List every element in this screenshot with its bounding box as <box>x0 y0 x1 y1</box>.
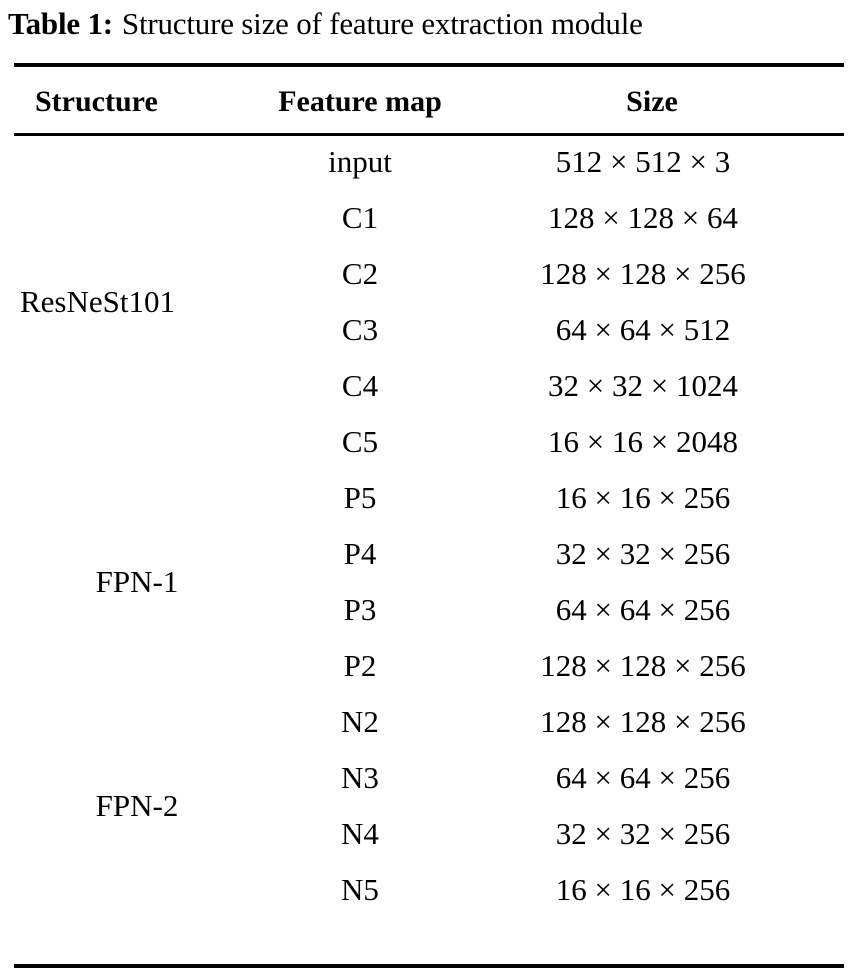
table-body: ResNeSt101 input 512 × 512 × 3 C1 128 × … <box>14 133 844 917</box>
cell-size: 64 × 64 × 256 <box>555 591 731 627</box>
table-row: C5 16 × 16 × 2048 <box>14 413 844 469</box>
cell-size: 16 × 16 × 256 <box>555 871 731 907</box>
table-row: N5 16 × 16 × 256 <box>14 861 844 917</box>
table-row: N4 32 × 32 × 256 <box>14 805 844 861</box>
table-row: P4 32 × 32 × 256 <box>14 525 844 581</box>
table-top-rule <box>14 63 844 67</box>
cell-size: 64 × 64 × 512 <box>555 311 731 347</box>
table-row: C1 128 × 128 × 64 <box>14 189 844 245</box>
cell-feature-map: P4 <box>343 535 377 571</box>
cell-feature-map: N3 <box>341 759 379 795</box>
cell-feature-map: C4 <box>341 367 379 403</box>
cell-feature-map: N2 <box>341 703 379 739</box>
caption-text: Structure size of feature extraction mod… <box>121 6 643 41</box>
cell-feature-map: P5 <box>343 479 377 515</box>
table-header-rule <box>14 133 844 136</box>
caption-label: Table 1: <box>8 6 113 41</box>
cell-feature-map: N5 <box>341 871 379 907</box>
group-label-fpn-2: FPN-2 <box>95 787 179 823</box>
cell-feature-map: P3 <box>343 591 377 627</box>
cell-feature-map: C1 <box>341 199 379 235</box>
cell-size: 32 × 32 × 256 <box>555 535 731 571</box>
table-row: C3 64 × 64 × 512 <box>14 301 844 357</box>
cell-size: 128 × 128 × 256 <box>540 255 746 291</box>
group-label-resnest101: ResNeSt101 <box>20 283 175 319</box>
column-header-size: Size <box>626 84 678 118</box>
structure-size-table: Structure Feature map Size ResNeSt101 in… <box>14 70 844 917</box>
table-bottom-rule <box>14 964 844 968</box>
table-row: P3 64 × 64 × 256 <box>14 581 844 637</box>
table-caption: Table 1:Structure size of feature extrac… <box>8 2 858 46</box>
cell-size: 128 × 128 × 64 <box>548 199 738 235</box>
cell-size: 64 × 64 × 256 <box>555 759 731 795</box>
cell-feature-map: C5 <box>341 423 379 459</box>
table-row: FPN-2 N2 128 × 128 × 256 <box>14 693 844 821</box>
group-label-fpn-1: FPN-1 <box>95 563 179 599</box>
table-row: C4 32 × 32 × 1024 <box>14 357 844 413</box>
table-row: ResNeSt101 input 512 × 512 × 3 <box>14 133 844 317</box>
cell-feature-map: C3 <box>341 311 379 347</box>
cell-size: 512 × 512 × 3 <box>555 143 731 179</box>
column-header-feature-map: Feature map <box>278 84 442 118</box>
table-row: C2 128 × 128 × 256 <box>14 245 844 301</box>
header-row: Structure Feature map Size <box>14 70 844 133</box>
cell-size: 16 × 16 × 256 <box>555 479 731 515</box>
cell-size: 16 × 16 × 2048 <box>548 423 738 459</box>
cell-size: 32 × 32 × 1024 <box>548 367 738 403</box>
cell-feature-map: P2 <box>343 647 377 683</box>
cell-size: 32 × 32 × 256 <box>555 815 731 851</box>
cell-size: 128 × 128 × 256 <box>540 703 746 739</box>
table-header: Structure Feature map Size <box>14 70 844 133</box>
table-row: FPN-1 P5 16 × 16 × 256 <box>14 469 844 597</box>
cell-feature-map: N4 <box>341 815 379 851</box>
cell-size: 128 × 128 × 256 <box>540 647 746 683</box>
cell-feature-map: input <box>328 143 392 179</box>
cell-feature-map: C2 <box>341 255 379 291</box>
column-header-structure: Structure <box>35 84 158 118</box>
table-row: P2 128 × 128 × 256 <box>14 637 844 693</box>
table-row: N3 64 × 64 × 256 <box>14 749 844 805</box>
